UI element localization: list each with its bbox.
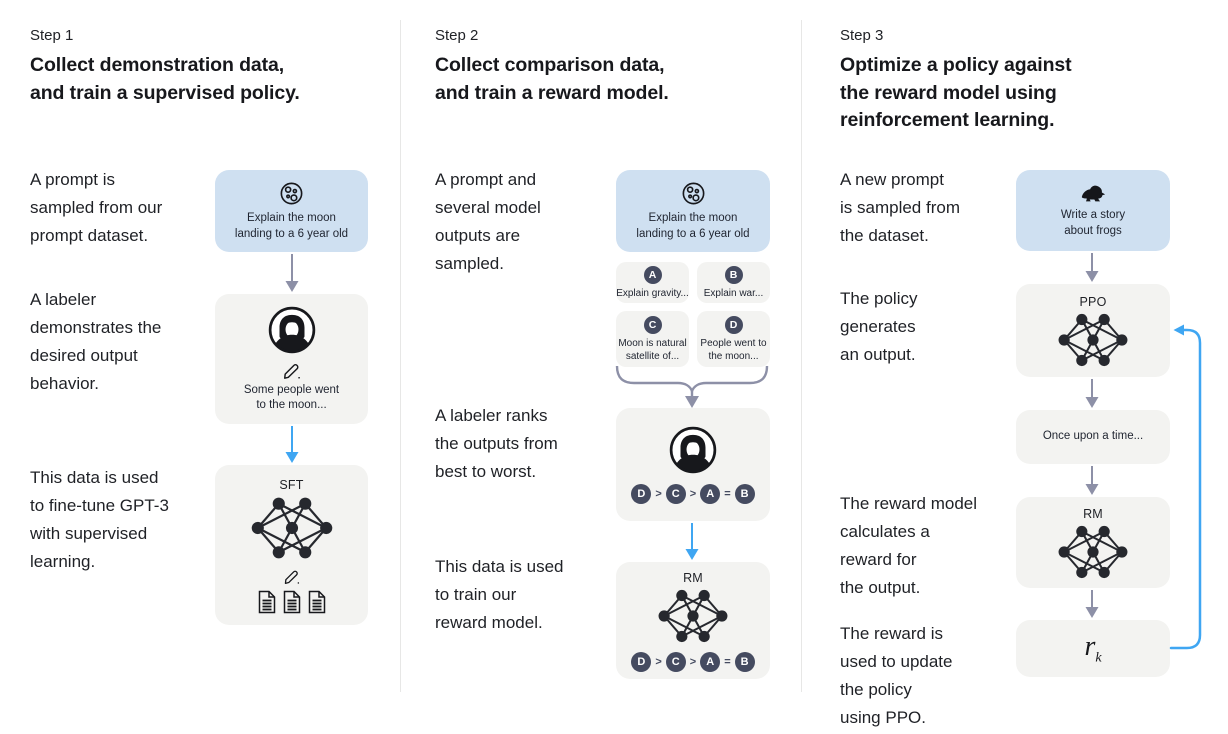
neural-network-icon — [1057, 525, 1129, 579]
column-divider — [400, 20, 401, 692]
ranking-operator: > — [689, 488, 697, 500]
step-description: A labeler ranks the outputs from best to… — [435, 406, 558, 481]
output-option-box: B Explain war... — [697, 262, 770, 303]
ranking-badge: D — [631, 651, 652, 672]
step-description: A labeler demonstrates the desired outpu… — [30, 290, 162, 393]
prompt-box: Explain the moon landing to a 6 year old — [616, 170, 770, 252]
frog-icon — [1079, 182, 1107, 203]
model-label: RM — [683, 570, 703, 585]
step-title: Collect comparison data, and train a rew… — [435, 54, 669, 104]
output-option-box: A Explain gravity... — [616, 262, 689, 303]
ranking-operator: = — [724, 488, 731, 500]
prompt-box: Write a story about frogs — [1016, 170, 1170, 251]
option-badge: C — [643, 315, 662, 334]
ranking-badge: D — [631, 484, 652, 504]
ranking-badge: B — [734, 484, 755, 504]
step-description: This data is used to train our reward mo… — [435, 557, 564, 632]
document-icon — [257, 590, 277, 614]
moon-icon — [278, 180, 305, 207]
neural-network-icon — [250, 496, 334, 560]
step-description: A prompt and several model outputs are s… — [435, 170, 541, 273]
step-description: The reward model calculates a reward for… — [840, 494, 978, 597]
model-label: SFT — [279, 477, 304, 492]
ranking-row: D > C > A = B — [631, 651, 755, 672]
pencil-icon — [282, 360, 302, 380]
pencil-icon — [283, 567, 301, 585]
ranking-badge: C — [665, 484, 686, 504]
step-description: The reward is used to update the policy … — [840, 624, 953, 727]
ppo-model-box: PPO — [1016, 284, 1170, 377]
document-icon — [307, 590, 327, 614]
reward-box: rk — [1016, 620, 1170, 677]
step-title: Optimize a policy against the reward mod… — [840, 54, 1072, 131]
labeler-output-text: Some people went to the moon... — [243, 383, 340, 412]
option-text: Explain gravity... — [616, 287, 689, 299]
labeler-box: Some people went to the moon... — [215, 294, 368, 424]
step-title: Collect demonstration data, and train a … — [30, 54, 300, 104]
ranking-badge: B — [734, 651, 755, 672]
step-description: A prompt is sampled from our prompt data… — [30, 170, 163, 245]
labeler-avatar-icon — [267, 305, 317, 355]
prompt-text: Explain the moon landing to a 6 year old — [636, 212, 750, 240]
down-arrow-icon — [1085, 466, 1099, 495]
down-arrow-icon — [1085, 379, 1099, 408]
step-description: This data is used to fine-tune GPT-3 wit… — [30, 468, 169, 571]
labeler-avatar-icon — [668, 425, 718, 475]
step-description: The policy generates an output. — [840, 289, 918, 364]
prompt-text: Explain the moon landing to a 6 year old — [234, 212, 349, 240]
rm-model-box: RM — [1016, 497, 1170, 588]
option-badge: B — [724, 265, 743, 284]
documents-row — [257, 590, 327, 614]
prompt-box: Explain the moon landing to a 6 year old — [215, 170, 368, 252]
ranking-badge: A — [700, 651, 721, 672]
ranking-badge: C — [665, 651, 686, 672]
down-arrow-icon — [285, 254, 299, 292]
prompt-text: Write a story about frogs — [1060, 209, 1126, 237]
ranking-operator: > — [655, 488, 662, 500]
ranking-operator: > — [655, 655, 662, 668]
ranking-badge: A — [700, 484, 721, 504]
option-text: People went to the moon... — [700, 337, 767, 362]
sft-model-box: SFT — [215, 465, 368, 625]
column-divider — [801, 20, 802, 692]
step-description: A new prompt is sampled from the dataset… — [840, 170, 960, 245]
gather-brace-arrow-icon — [614, 364, 770, 410]
document-icon — [282, 590, 302, 614]
output-text-box: Once upon a time... — [1016, 410, 1170, 464]
step-label: Step 2 — [435, 27, 479, 44]
model-label: RM — [1083, 507, 1103, 521]
down-arrow-icon — [685, 523, 699, 560]
step-label: Step 3 — [840, 27, 884, 44]
down-arrow-icon — [285, 426, 299, 463]
ranking-operator: = — [724, 655, 731, 668]
step-label: Step 1 — [30, 27, 74, 44]
output-option-box: D People went to the moon... — [697, 311, 770, 367]
ranking-row: D > C > A = B — [631, 484, 755, 504]
ranking-operator: > — [689, 655, 697, 668]
option-badge: A — [643, 265, 662, 284]
rm-model-box: RM D > C > A = B — [616, 562, 770, 679]
labeler-box: D > C > A = B — [616, 408, 770, 521]
reward-symbol: rk — [1084, 630, 1102, 666]
option-text: Moon is natural satellite of... — [618, 337, 687, 362]
neural-network-icon — [1057, 313, 1129, 367]
feedback-loop-arrow-icon — [1165, 315, 1215, 663]
down-arrow-icon — [1085, 590, 1099, 618]
moon-icon — [680, 180, 707, 207]
neural-network-icon — [657, 589, 729, 643]
option-badge: D — [724, 315, 743, 334]
option-text: Explain war... — [703, 287, 764, 299]
generated-output-text: Once upon a time... — [1042, 430, 1144, 443]
model-label: PPO — [1079, 295, 1107, 309]
down-arrow-icon — [1085, 253, 1099, 282]
output-option-box: C Moon is natural satellite of... — [616, 311, 689, 367]
